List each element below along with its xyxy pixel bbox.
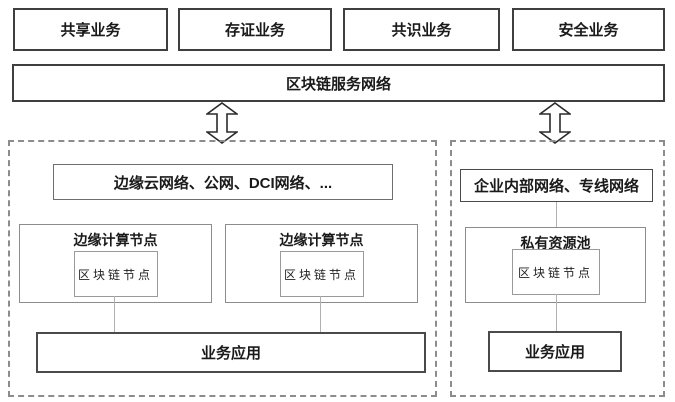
edge-compute-node-title: 边缘计算节点 — [279, 232, 364, 248]
bsn-label: 区块链服务网络 — [285, 75, 391, 93]
edge-network-label: 边缘云网络、公网、DCI网络、... — [113, 174, 333, 192]
service-label: 存证业务 — [224, 22, 285, 39]
enterprise-network-box: 企业内部网络、专线网络 — [460, 169, 653, 202]
business-application-box: 业务应用 — [488, 331, 622, 372]
service-box-security: 安全业务 — [512, 8, 665, 51]
service-box-evidence: 存证业务 — [178, 8, 332, 51]
blockchain-node-box: 区块链节点 — [279, 251, 364, 297]
edge-compute-node-title: 边缘计算节点 — [73, 232, 158, 248]
enterprise-network-zone — [450, 140, 665, 397]
service-label: 安全业务 — [558, 22, 619, 39]
connector-line — [114, 296, 115, 332]
blockchain-node-label: 区块链节点 — [77, 267, 153, 282]
service-label: 共享业务 — [60, 22, 121, 39]
service-label: 共识业务 — [391, 22, 452, 39]
private-resource-pool-title: 私有资源池 — [520, 235, 591, 251]
blockchain-node-label: 区块链节点 — [517, 265, 593, 280]
connector-line — [320, 296, 321, 332]
up-down-arrow-icon — [539, 102, 571, 144]
enterprise-network-label: 企业内部网络、专线网络 — [473, 178, 639, 195]
business-application-box: 业务应用 — [36, 332, 426, 373]
edge-network-zone — [8, 140, 437, 397]
business-application-label: 业务应用 — [200, 345, 261, 362]
connector-line — [556, 294, 557, 332]
business-application-label: 业务应用 — [524, 344, 585, 361]
edge-network-box: 边缘云网络、公网、DCI网络、... — [53, 164, 393, 200]
service-box-shared: 共享业务 — [13, 8, 168, 51]
edge-compute-node-box: 边缘计算节点 区块链节点 — [19, 224, 212, 303]
private-resource-pool-box: 私有资源池 区块链节点 — [465, 227, 646, 303]
up-down-arrow-icon — [206, 102, 238, 144]
connector-line — [556, 202, 557, 227]
blockchain-node-box: 区块链节点 — [511, 249, 600, 295]
service-box-consensus: 共识业务 — [343, 8, 500, 51]
blockchain-node-label: 区块链节点 — [283, 267, 359, 282]
edge-compute-node-box: 边缘计算节点 区块链节点 — [225, 224, 418, 303]
blockchain-service-network-box: 区块链服务网络 — [12, 64, 665, 102]
blockchain-node-box: 区块链节点 — [73, 251, 158, 297]
